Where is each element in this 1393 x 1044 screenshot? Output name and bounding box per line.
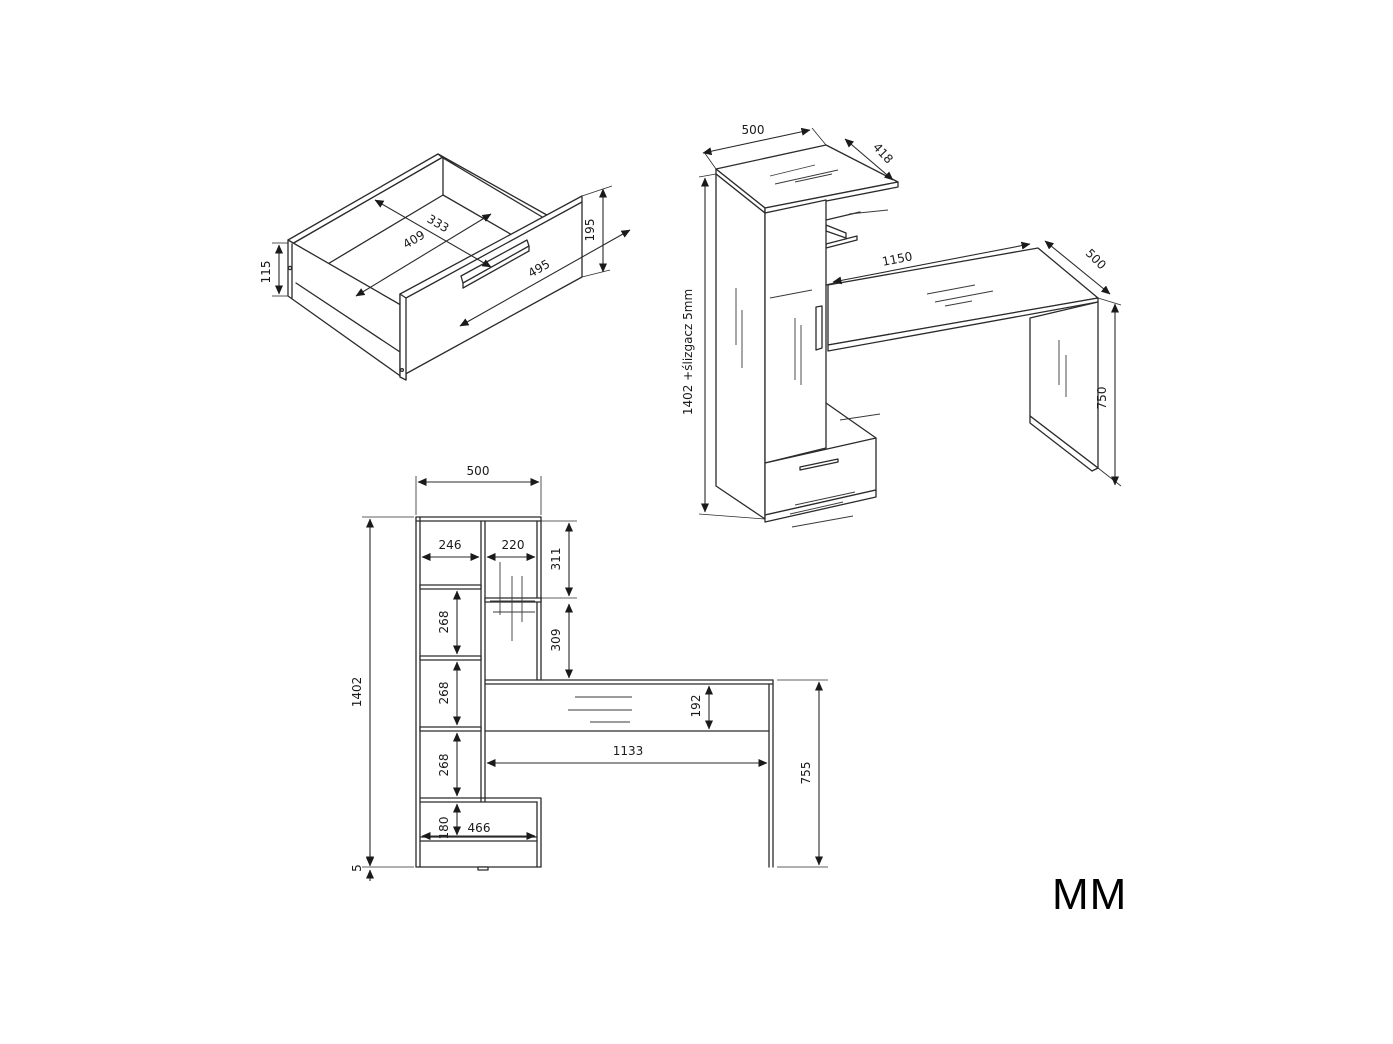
front-dim-desk-height: 755 — [799, 762, 813, 785]
drawer-dim-115: 115 — [259, 261, 273, 284]
front-dim-mid-compartment: 309 — [549, 629, 563, 652]
front-dim-total-width: 500 — [467, 464, 490, 478]
front-dim-bottom-width: 466 — [468, 821, 491, 835]
dim-desk-depth: 500 — [1083, 246, 1109, 272]
front-dim-shelf-2: 268 — [437, 682, 451, 705]
front-dim-desk-apron: 192 — [689, 695, 703, 718]
desk-perspective-view: 500 418 1150 500 1402 +ślizgacz 5mm 750 — [681, 123, 1122, 528]
reflection-marks — [735, 164, 1067, 528]
front-dim-right-column: 220 — [502, 538, 525, 552]
front-dim-left-column: 246 — [439, 538, 462, 552]
front-dim-desk-span: 1133 — [613, 744, 644, 758]
front-dim-top-compartment: 311 — [549, 548, 563, 571]
dim-desk-height: 750 — [1095, 387, 1109, 410]
front-dim-glide: 5 — [350, 864, 364, 872]
front-dim-shelf-1: 268 — [437, 611, 451, 634]
drawer-dim-409: 409 — [401, 228, 428, 252]
drawer-dim-195: 195 — [583, 219, 597, 242]
tower-side — [715, 173, 766, 520]
dim-tower-width: 500 — [742, 123, 765, 137]
dim-tower-depth: 418 — [870, 140, 896, 166]
dim-tower-height: 1402 +ślizgacz 5mm — [681, 289, 695, 415]
drawer-right-side — [437, 153, 555, 225]
drawer-side-outer — [287, 239, 407, 381]
tower-door — [764, 199, 827, 464]
front-dim-total-height: 1402 — [350, 677, 364, 708]
drawer-dim-333: 333 — [425, 212, 452, 236]
front-elevation-view: 500 1402 5 246 220 311 309 268 268 268 1… — [350, 464, 828, 881]
dim-desk-width: 1150 — [881, 249, 914, 269]
drawer-view: 333 409 495 195 115 — [259, 153, 631, 381]
front-dim-shelf-3: 268 — [437, 754, 451, 777]
unit-label: MM — [1052, 870, 1128, 919]
